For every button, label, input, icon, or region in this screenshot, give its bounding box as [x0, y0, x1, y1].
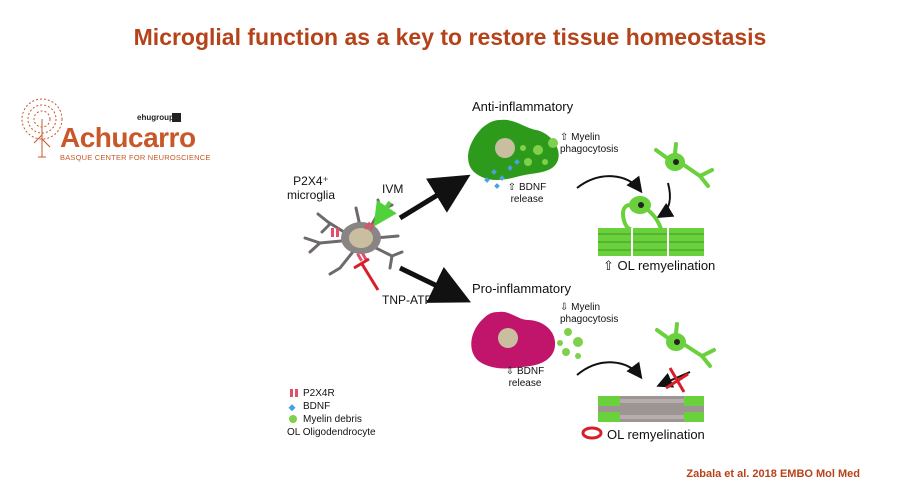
legend-myelin-debris: Myelin debris	[303, 414, 362, 425]
pro-remyelination-label: OL remyelination	[607, 427, 705, 442]
myelinated-axons	[598, 228, 704, 256]
oligodendrocyte-top	[654, 142, 714, 188]
legend-symbols	[288, 389, 298, 423]
oligodendrocyte-bottom	[655, 322, 716, 368]
blocked-remyelination	[656, 367, 691, 393]
absence-icon	[581, 426, 603, 440]
tnp-atp-label: TNP-ATP	[382, 293, 433, 307]
anti-myelin-label: ⇧ Myelin phagocytosis	[560, 132, 619, 155]
resting-microglia	[303, 198, 404, 276]
pro-inflammatory-microglia	[471, 311, 583, 369]
ol-curve-arrow	[656, 182, 675, 219]
pro-curve-arrow	[576, 361, 643, 380]
citation: Zabala et al. 2018 EMBO Mol Med	[686, 468, 860, 480]
legend-bdnf: BDNF	[303, 401, 331, 412]
anti-inflammatory-heading: Anti-inflammatory	[472, 99, 574, 114]
demyelinated-axons	[598, 396, 704, 422]
ivm-label: IVM	[382, 182, 404, 196]
pro-inflammatory-heading: Pro-inflammatory	[472, 281, 571, 296]
tree-icon	[21, 98, 63, 158]
arrow-to-anti	[398, 174, 471, 221]
anti-curve-arrow	[576, 175, 643, 194]
arrow-to-pro	[398, 265, 472, 303]
tnp-atp-inhibition	[353, 257, 380, 291]
microglia-label: P2X4⁺ microglia	[286, 174, 335, 202]
anti-bdnf-label: ⇧ BDNF release	[507, 182, 547, 205]
slide-title: Microglial function as a key to restore …	[133, 24, 767, 50]
legend-p2x4r: P2X4R	[303, 388, 335, 399]
logo-subtitle: BASQUE CENTER FOR NEUROSCIENCE	[60, 153, 211, 162]
ehu-icon	[172, 113, 181, 122]
legend-ol: OL Oligodendrocyte	[287, 427, 376, 438]
logo-name: Achucarro	[60, 122, 196, 153]
pro-myelin-label: ⇩ Myelin phagocytosis	[560, 302, 619, 325]
anti-remyelination-label: ⇧ OL remyelination	[603, 258, 716, 273]
anti-inflammatory-microglia	[468, 119, 559, 189]
ivm-activation-arrow	[373, 200, 397, 227]
ehugroup-label: ehugroup	[137, 113, 174, 122]
pro-bdnf-label: ⇩ BDNF release	[505, 366, 545, 389]
